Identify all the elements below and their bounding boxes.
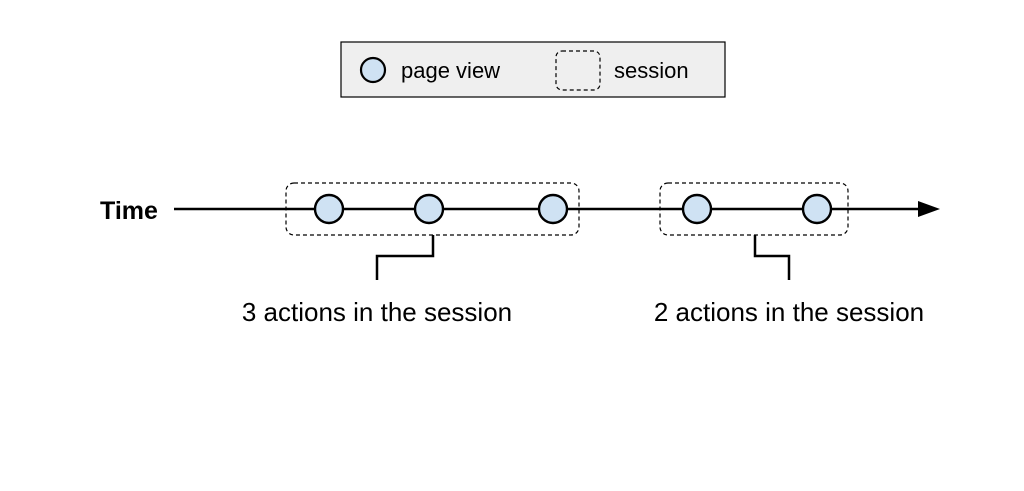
page-view-marker — [537, 193, 569, 225]
legend-box — [340, 41, 726, 98]
time-axis-label: Time — [100, 197, 158, 225]
session-annotation: 3 actions in the session — [242, 297, 512, 327]
page-view-marker — [801, 193, 833, 225]
session-bracket — [753, 235, 791, 280]
session-annotation: 2 actions in the session — [654, 297, 924, 327]
legend: page view session — [340, 41, 726, 98]
session-1: 3 actions in the session — [242, 182, 580, 327]
session-2: 2 actions in the session — [654, 182, 924, 327]
legend-page-view-icon — [359, 56, 387, 84]
session-bracket — [375, 235, 435, 280]
page-view-marker — [313, 193, 345, 225]
page-view-marker — [413, 193, 445, 225]
page-view-marker — [681, 193, 713, 225]
legend-session-icon — [555, 50, 601, 91]
legend-session-label: session — [614, 58, 689, 83]
legend-page-view-label: page view — [401, 58, 500, 83]
time-axis-arrowhead — [918, 201, 940, 217]
